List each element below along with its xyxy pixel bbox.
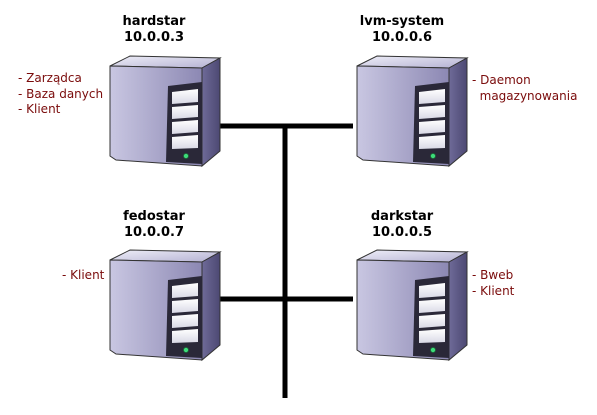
role-item: - Klient xyxy=(472,283,515,298)
host-roles: - Zarządca - Baza danych - Klient xyxy=(18,71,103,118)
server-tower-icon xyxy=(109,55,221,167)
server-tower-icon xyxy=(356,249,468,361)
network-lines xyxy=(219,123,353,398)
role-item: - Klient xyxy=(62,268,105,282)
host-name: lvm-system xyxy=(359,14,445,29)
host-name: darkstar xyxy=(370,209,434,224)
server-tower-icon xyxy=(356,55,468,167)
host-roles: - Klient xyxy=(62,268,104,284)
host-ip: 10.0.0.6 xyxy=(371,30,433,45)
server-tower-icon xyxy=(109,249,221,361)
role-item: magazynowania xyxy=(472,88,578,103)
host-ip: 10.0.0.5 xyxy=(371,225,433,240)
role-item: - Daemon xyxy=(472,73,531,87)
host-name: hardstar xyxy=(122,14,186,29)
role-item: - Klient xyxy=(18,102,61,116)
host-ip: 10.0.0.7 xyxy=(123,225,185,240)
host-roles: - Daemon magazynowania xyxy=(472,73,577,104)
host-roles: - Bweb - Klient xyxy=(472,268,514,299)
host-ip: 10.0.0.3 xyxy=(123,30,185,45)
role-item: - Baza danych xyxy=(18,86,104,101)
host-name: fedostar xyxy=(123,209,185,224)
role-item: - Zarządca xyxy=(18,71,82,85)
role-item: - Bweb xyxy=(472,268,514,282)
